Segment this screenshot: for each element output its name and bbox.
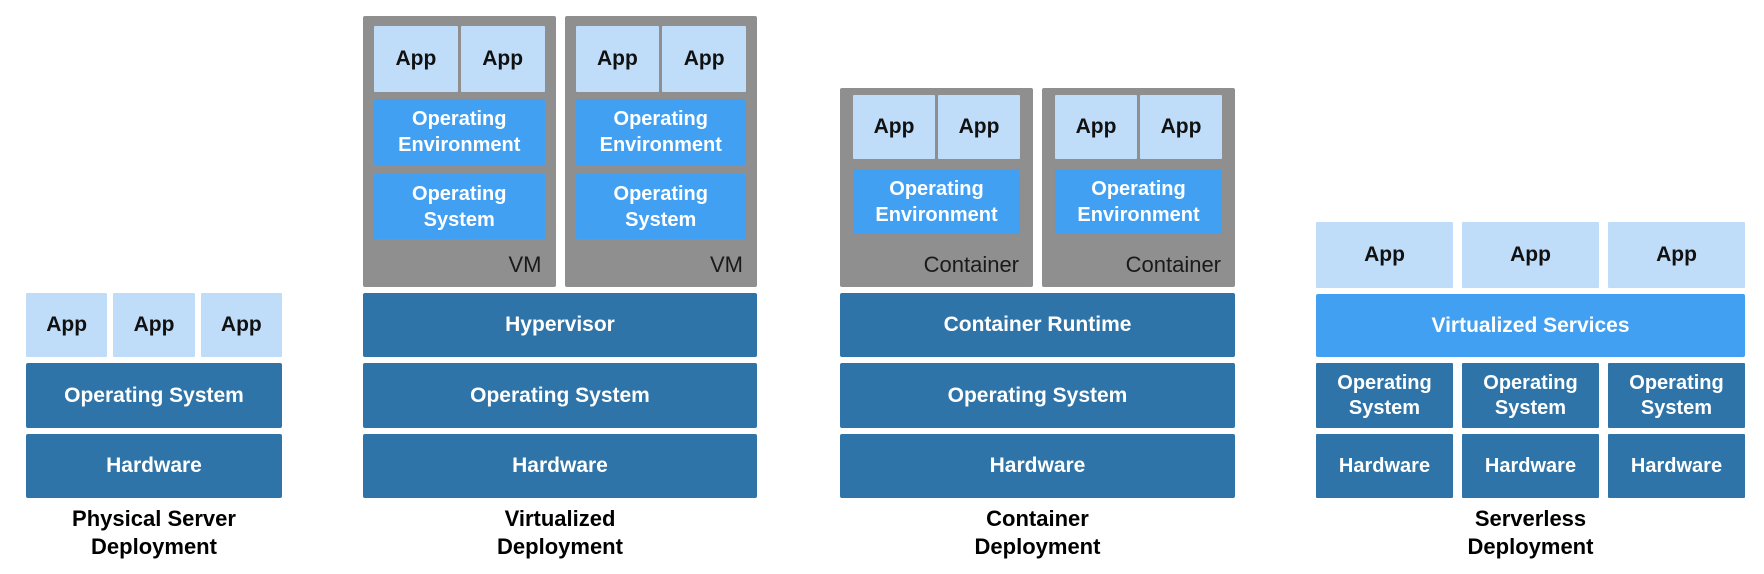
vm-tag: VM bbox=[710, 252, 743, 277]
serverless-app-row: App App App bbox=[1316, 222, 1745, 288]
node-hardware: Hardware bbox=[1608, 434, 1745, 498]
physical-app-row: App App App bbox=[26, 293, 282, 357]
app-box: App bbox=[575, 26, 660, 92]
label-line-2: Deployment bbox=[91, 534, 217, 559]
label-line-2: Deployment bbox=[1467, 534, 1594, 559]
vm-operating-environment-layer: Operating Environment bbox=[575, 99, 746, 165]
container-tag: Container bbox=[923, 252, 1019, 277]
virtualized-hardware-layer: Hardware bbox=[363, 434, 757, 498]
vm-operating-system-layer: Operating System bbox=[374, 174, 545, 239]
app-box: App bbox=[1316, 222, 1453, 288]
physical-operating-system-layer: Operating System bbox=[26, 363, 282, 428]
serverless-hardware-row: Hardware Hardware Hardware bbox=[1316, 434, 1745, 498]
serverless-column-label: Serverless Deployment bbox=[1316, 505, 1745, 561]
container-app-row: App App bbox=[1055, 95, 1222, 159]
node-hardware: Hardware bbox=[1316, 434, 1453, 498]
physical-hardware-layer: Hardware bbox=[26, 434, 282, 498]
node-operating-system: Operating System bbox=[1462, 363, 1599, 428]
app-box: App bbox=[1140, 95, 1222, 159]
virtualized-column-label: Virtualized Deployment bbox=[363, 505, 757, 561]
vm-tag: VM bbox=[508, 252, 542, 277]
vm-row: App App Operating Environment Operating … bbox=[363, 16, 757, 287]
virtualized-operating-system-layer: Operating System bbox=[363, 363, 757, 428]
container-row: App App Operating Environment Container … bbox=[840, 88, 1235, 287]
app-box: App bbox=[1608, 222, 1745, 288]
column-physical-server: App App App Operating System Hardware Ph… bbox=[26, 0, 282, 574]
label-line-1: Container bbox=[986, 506, 1089, 531]
app-box: App bbox=[374, 26, 458, 92]
hypervisor-layer: Hypervisor bbox=[363, 293, 757, 357]
label-line-1: Physical Server bbox=[72, 506, 236, 531]
vm-box: App App Operating Environment Operating … bbox=[564, 16, 757, 287]
app-box: App bbox=[26, 293, 108, 357]
column-virtualized: App App Operating Environment Operating … bbox=[363, 0, 757, 574]
app-box: App bbox=[200, 293, 282, 357]
container-tag: Container bbox=[1125, 252, 1221, 277]
label-line-2: Deployment bbox=[497, 534, 623, 559]
column-container: App App Operating Environment Container … bbox=[840, 0, 1235, 574]
app-box: App bbox=[853, 95, 935, 159]
vm-app-row: App App bbox=[374, 26, 545, 92]
label-line-2: Deployment bbox=[974, 534, 1101, 559]
container-hardware-layer: Hardware bbox=[840, 434, 1235, 498]
container-app-row: App App bbox=[853, 95, 1020, 159]
vm-operating-system-layer: Operating System bbox=[575, 174, 746, 239]
label-line-1: Serverless bbox=[1474, 506, 1587, 531]
app-box: App bbox=[113, 293, 195, 357]
app-box: App bbox=[938, 95, 1020, 159]
serverless-os-row: Operating System Operating System Operat… bbox=[1316, 363, 1745, 428]
vm-operating-environment-layer: Operating Environment bbox=[374, 99, 545, 165]
node-hardware: Hardware bbox=[1462, 434, 1599, 498]
app-box: App bbox=[1462, 222, 1599, 288]
node-operating-system: Operating System bbox=[1608, 363, 1745, 428]
label-line-1: Virtualized bbox=[504, 506, 616, 531]
node-operating-system: Operating System bbox=[1316, 363, 1453, 428]
virtualized-services-layer: Virtualized Services bbox=[1316, 294, 1745, 357]
container-box: App App Operating Environment Container bbox=[840, 88, 1033, 287]
container-column-label: Container Deployment bbox=[840, 505, 1235, 561]
column-serverless: App App App Virtualized Services Operati… bbox=[1316, 0, 1745, 574]
app-box: App bbox=[662, 26, 746, 92]
container-runtime-layer: Container Runtime bbox=[840, 293, 1235, 357]
container-operating-environment-layer: Operating Environment bbox=[1055, 169, 1222, 234]
container-operating-environment-layer: Operating Environment bbox=[853, 169, 1020, 234]
app-box: App bbox=[1055, 95, 1137, 159]
app-box: App bbox=[460, 26, 545, 92]
container-operating-system-layer: Operating System bbox=[840, 363, 1235, 428]
vm-app-row: App App bbox=[575, 26, 746, 92]
physical-column-label: Physical Server Deployment bbox=[26, 505, 282, 561]
container-box: App App Operating Environment Container bbox=[1042, 88, 1235, 287]
vm-box: App App Operating Environment Operating … bbox=[363, 16, 556, 287]
